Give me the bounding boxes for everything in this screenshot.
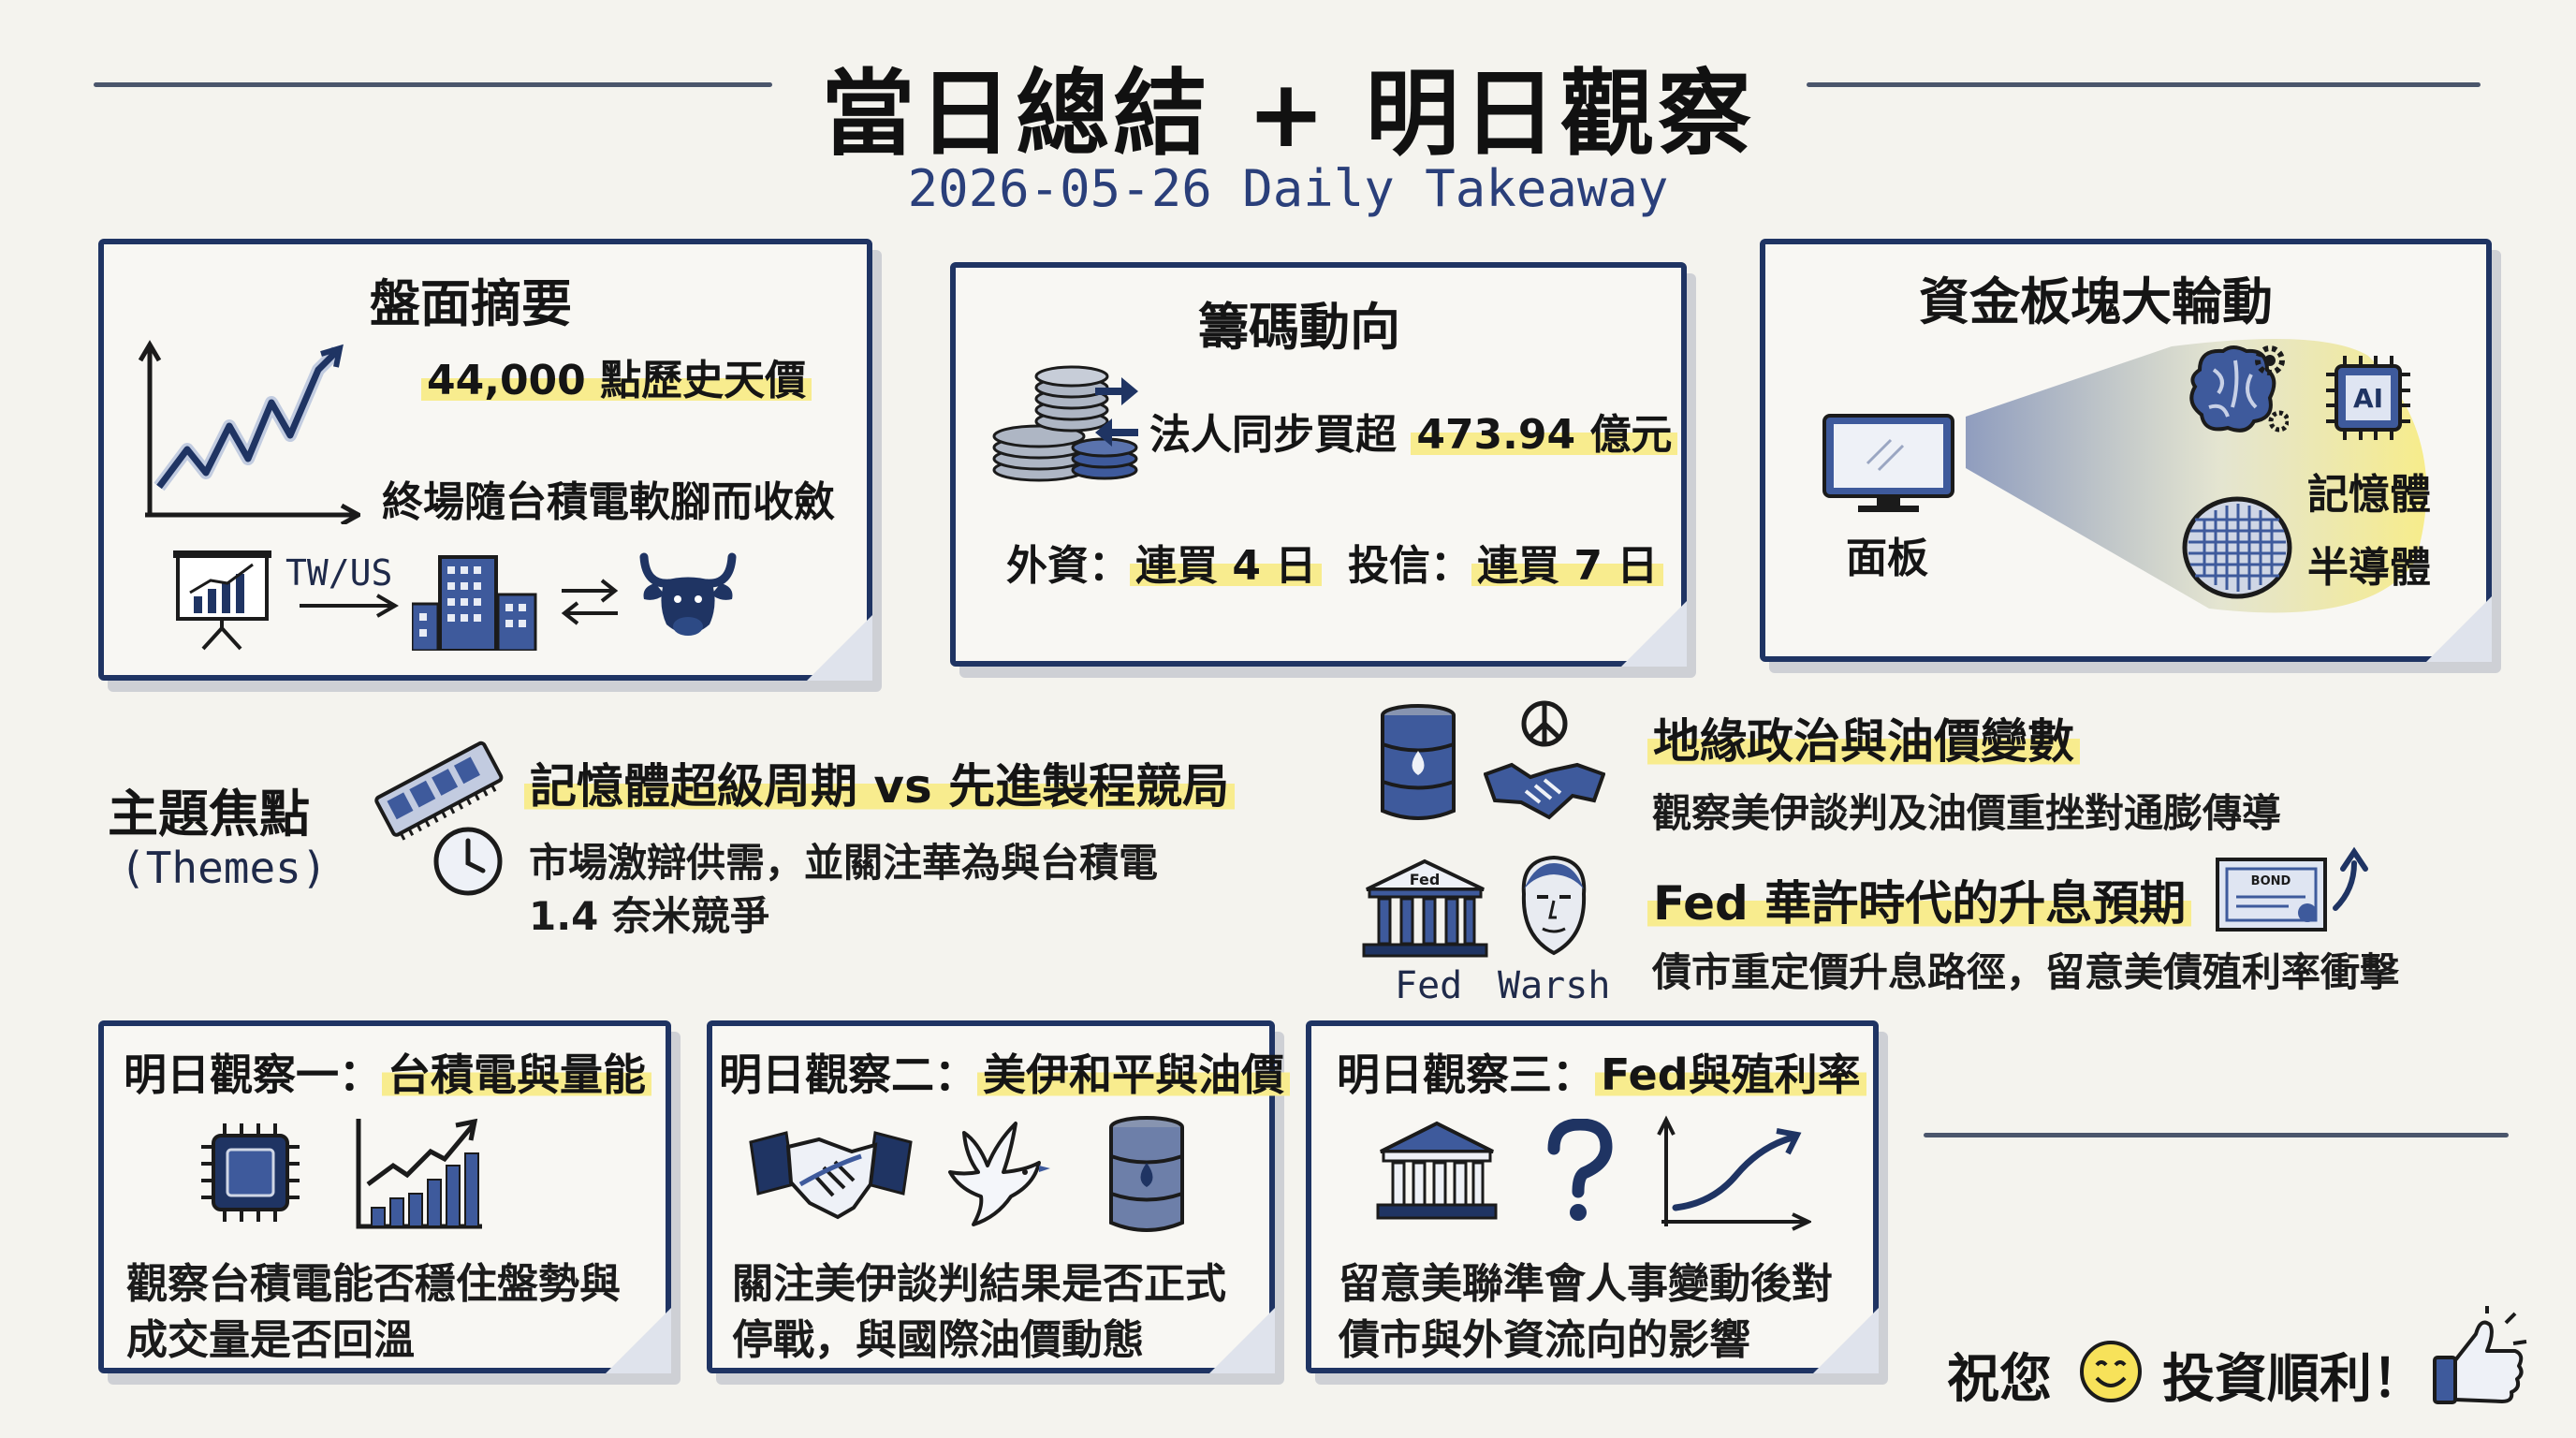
- page-subtitle: 2026-05-26 Daily Takeaway: [907, 159, 1669, 218]
- theme3-desc: 債市重定價升息路徑，留意美債殖利率衝擊: [1652, 949, 2400, 995]
- footer-rule: [1924, 1133, 2509, 1137]
- themes-label: 主題焦點: [108, 785, 310, 844]
- rising-chart-icon: [138, 340, 360, 524]
- fed-building-icon: Fed: [1362, 858, 1488, 958]
- footer-wish-part2: 投資順利！: [2162, 1349, 2424, 1410]
- wafer-icon: [2182, 496, 2292, 599]
- page-curl: [606, 1308, 671, 1373]
- watch2-line2: 停戰，與國際油價動態: [732, 1316, 1144, 1364]
- cpu-chip-icon: [201, 1123, 300, 1222]
- rotation-from-label: 面板: [1846, 535, 1928, 582]
- arrow-right-icon: [300, 594, 399, 618]
- watch1-topic: 台積電與量能: [382, 1049, 651, 1100]
- chips-trust-text: 投信：連買 7 日: [1348, 532, 1664, 592]
- rotation-heading: 資金板塊大輪動: [1919, 272, 2273, 331]
- summary-heading: 盤面摘要: [370, 274, 572, 333]
- theme3-title: Fed 華許時代的升息預期: [1647, 866, 2192, 933]
- theme1-line1: 市場激辯供需，並關注華為與台積電: [529, 840, 1159, 886]
- page-curl: [1813, 1308, 1879, 1373]
- watch2-prefix: 明日觀察二：: [719, 1049, 977, 1100]
- theme2-title-highlight: 地緣政治與油價變數: [1647, 714, 2080, 769]
- page-curl: [1209, 1308, 1275, 1373]
- chips-foreign-label: 外資：: [1006, 542, 1130, 590]
- chips-institutional-amount: 473.94 億元: [1411, 411, 1678, 459]
- watch1-line2: 成交量是否回溫: [126, 1316, 415, 1364]
- tw-us-label: TW/US: [285, 552, 393, 594]
- bull-icon: [639, 552, 737, 636]
- chips-institutional-prefix: 法人同步買超: [1149, 411, 1412, 459]
- bond-certificate-icon: BOND: [2216, 846, 2368, 932]
- watch1-line1: 觀察台積電能否穩住盤勢與: [126, 1260, 621, 1308]
- chips-foreign-value: 連買 4 日: [1130, 542, 1323, 590]
- oil-barrel-icon-2: [1109, 1116, 1184, 1232]
- chips-trust-label: 投信：: [1348, 542, 1471, 590]
- chips-institutional-text: 法人同步買超 473.94 億元: [1149, 401, 1678, 461]
- theme1-title: 記憶體超級周期 vs 先進製程競局: [524, 749, 1236, 816]
- handshake-icon: [749, 1131, 913, 1220]
- footer-wish-part1: 祝您: [1947, 1349, 2052, 1410]
- fed-label: Fed: [1395, 964, 1463, 1007]
- theme1-line2: 1.4 奈米競爭: [529, 893, 770, 939]
- swap-arrows-icon: [561, 579, 619, 625]
- dove-icon: [948, 1122, 1050, 1226]
- watch2-line1: 關注美伊談判結果是否正式: [732, 1260, 1226, 1308]
- page-title: 當日總結 + 明日觀察: [821, 59, 1755, 169]
- theme3-title-highlight: Fed 華許時代的升息預期: [1647, 876, 2192, 931]
- rotation-memory-label: 記憶體: [2307, 471, 2431, 519]
- theme2-desc: 觀察美伊談判及油價重挫對通膨傳導: [1652, 790, 2282, 836]
- warsh-label: Warsh: [1498, 964, 1611, 1007]
- header-rule-right: [1807, 82, 2481, 87]
- flow-arrows-icon: [1095, 377, 1138, 447]
- ai-chip-icon: AI: [2326, 356, 2410, 440]
- oil-barrel-icon: [1381, 704, 1456, 820]
- memory-module-icon: [374, 741, 504, 841]
- summary-record-highlight: 44,000 點歷史天價: [421, 357, 812, 404]
- page-curl: [807, 615, 872, 681]
- rotation-semis-label: 半導體: [2307, 544, 2431, 592]
- page-curl: [2426, 596, 2492, 662]
- bank-icon: [1376, 1121, 1498, 1220]
- theme2-title: 地緣政治與油價變數: [1647, 704, 2080, 771]
- rotation-beam: [1966, 339, 2427, 613]
- peace-handshake-icon: [1484, 700, 1605, 820]
- monitor-panel-icon: [1822, 414, 1954, 512]
- watch1-prefix: 明日觀察一：: [124, 1049, 382, 1100]
- header-rule-left: [94, 82, 772, 87]
- bond-certificate-text: BOND: [2251, 874, 2291, 888]
- presentation-board-icon: [173, 550, 271, 651]
- buildings-icon: [412, 555, 537, 651]
- question-mark-icon: [1547, 1119, 1613, 1221]
- ai-chip-text: AI: [2353, 383, 2383, 414]
- smiley-icon: [2080, 1341, 2142, 1402]
- watch1-title: 明日觀察一：台積電與量能: [124, 1041, 651, 1103]
- watch2-topic: 美伊和平與油價: [977, 1049, 1290, 1100]
- volume-bar-chart-icon: [356, 1118, 482, 1229]
- yield-curve-icon: [1657, 1115, 1811, 1231]
- watch3-topic: Fed與殖利率: [1595, 1049, 1866, 1100]
- chips-trust-value: 連買 7 日: [1471, 542, 1664, 590]
- summary-record-text: 44,000 點歷史天價: [421, 346, 812, 406]
- warsh-portrait-icon: [1521, 855, 1587, 956]
- chips-heading: 籌碼動向: [1198, 298, 1400, 357]
- watch3-line2: 債市與外資流向的影響: [1339, 1316, 1750, 1364]
- watch3-prefix: 明日觀察三：: [1337, 1049, 1595, 1100]
- watch3-line1: 留意美聯準會人事變動後對: [1339, 1260, 1833, 1308]
- watch2-title: 明日觀察二：美伊和平與油價: [719, 1041, 1290, 1103]
- thumbs-up-icon: [2433, 1306, 2527, 1404]
- theme1-title-highlight: 記憶體超級周期 vs 先進製程競局: [524, 759, 1236, 814]
- page-curl: [1621, 601, 1687, 667]
- clock-icon: [433, 827, 503, 896]
- brain-gears-icon: [2189, 345, 2289, 433]
- summary-close-text: 終場隨台積電軟腳而收斂: [382, 478, 835, 526]
- watch3-title: 明日觀察三：Fed與殖利率: [1337, 1041, 1866, 1103]
- fed-building-text: Fed: [1410, 871, 1441, 888]
- themes-label-en: (Themes): [120, 843, 328, 893]
- chips-foreign-text: 外資：連買 4 日: [1006, 532, 1323, 592]
